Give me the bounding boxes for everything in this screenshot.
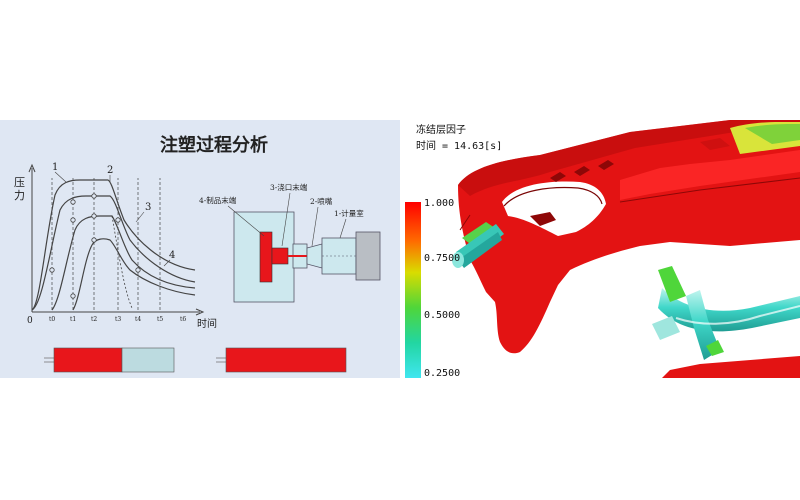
curve-label-3: 3: [145, 202, 151, 213]
scale-tick-1: 1.000: [424, 198, 454, 209]
curve-label-2: 2: [107, 165, 113, 176]
origin-label: 0: [27, 316, 33, 326]
tick-t4: t4: [135, 316, 141, 323]
slide-title: 注塑过程分析: [160, 134, 268, 156]
fill-bar-partial: [44, 347, 175, 373]
tick-t6: t6: [180, 316, 186, 323]
tick-t0: t0: [49, 316, 55, 323]
curve-3-dashed: [111, 215, 133, 309]
color-scale-bar: [405, 202, 421, 378]
curve-3: [51, 215, 196, 311]
curve-4: [72, 238, 196, 311]
runner-pipe: [652, 266, 800, 360]
curve-label-4: 4: [169, 250, 175, 261]
label-gate-end: 3-浇口末端: [270, 182, 308, 192]
gate-green: [452, 222, 504, 268]
tick-t1: t1: [70, 316, 76, 323]
scale-tick-0-75: 0.7500: [424, 253, 460, 264]
mold-schematic: [233, 211, 381, 303]
y-axis-label-top: 压: [14, 176, 25, 189]
cavity: [259, 231, 273, 283]
label-product-end: 4-制品末端: [199, 195, 237, 205]
barrel-end: [355, 231, 381, 281]
tick-t2: t2: [91, 316, 97, 323]
freeze-layer-simulation: 冻结层因子 时间 = 14.63[s] 1.000 0.7500 0.5000 …: [400, 120, 800, 378]
fill-bar-full: [216, 347, 347, 373]
gate: [271, 247, 289, 265]
tick-t3: t3: [115, 316, 121, 323]
nozzle-tip: [306, 243, 323, 269]
legend-title: 冻结层因子: [416, 123, 466, 136]
y-axis-arrow: [28, 163, 36, 173]
tick-t5: t5: [157, 316, 163, 323]
curve-2: [31, 195, 196, 311]
curve-label-1: 1: [52, 162, 58, 173]
injection-process-diagram: 注塑过程分析 压 力 时间 0 1: [14, 134, 381, 373]
scale-tick-0-25: 0.2500: [424, 368, 460, 378]
x-axis-label: 时间: [197, 317, 217, 330]
curve-markers: [49, 193, 141, 299]
curve-1: [31, 179, 196, 311]
label-metering-chamber: 1-计量室: [334, 208, 364, 218]
label-nozzle: 2-喷嘴: [310, 196, 333, 206]
x-axis-arrow: [195, 308, 205, 316]
scale-tick-0-5: 0.5000: [424, 310, 460, 321]
time-tick-labels: t0 t1 t2 t3 t4 t5 t6: [49, 316, 186, 323]
time-readout: 时间 = 14.63[s]: [416, 139, 502, 152]
y-axis-label-bottom: 力: [14, 189, 25, 202]
simulation-view: 冻结层因子 时间 = 14.63[s] 1.000 0.7500 0.5000 …: [405, 120, 800, 378]
injection-process-slide: 注塑过程分析 压 力 时间 0 1: [0, 120, 400, 378]
molded-part: [458, 120, 800, 378]
